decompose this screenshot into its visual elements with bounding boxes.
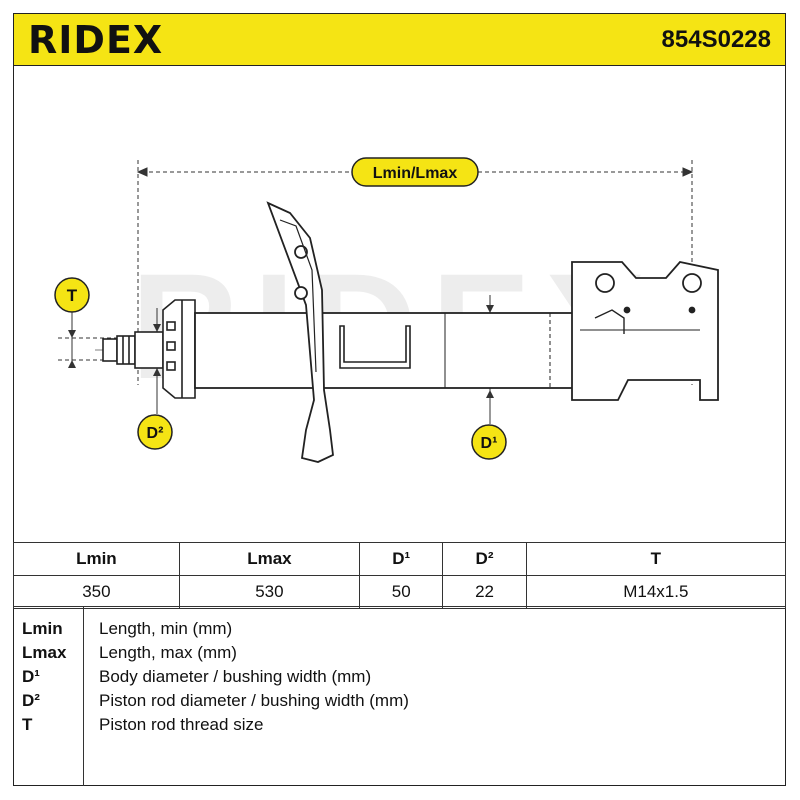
spec-header-d1: D¹ bbox=[359, 542, 444, 576]
top-mount bbox=[162, 299, 196, 399]
thread-callout-label: T bbox=[67, 286, 78, 305]
spec-value-t: M14x1.5 bbox=[525, 575, 787, 609]
legend-key: Lmin bbox=[22, 619, 63, 638]
spec-value-d1: 50 bbox=[359, 575, 444, 609]
rod-diameter-callout: D² bbox=[137, 308, 173, 450]
knuckle-bracket bbox=[571, 261, 719, 401]
spec-value-d2: 22 bbox=[442, 575, 527, 609]
legend-desc: Body diameter / bushing width (mm) bbox=[99, 667, 372, 686]
rod-diameter-callout-label: D² bbox=[147, 425, 164, 442]
length-callout-label: Lmin/Lmax bbox=[373, 165, 458, 182]
part-number: 854S0228 bbox=[661, 26, 771, 53]
legend-row-d2: D² Piston rod diameter / bushing width (… bbox=[13, 691, 786, 715]
spec-header-d2: D² bbox=[442, 542, 527, 576]
header-bar: RIDEX 854S0228 bbox=[13, 13, 786, 66]
spec-value-lmin: 350 bbox=[13, 575, 180, 609]
spec-header-t: T bbox=[525, 542, 787, 576]
legend-desc: Piston rod diameter / bushing width (mm) bbox=[99, 691, 409, 710]
spec-header-lmax: Lmax bbox=[178, 542, 361, 576]
legend-desc: Length, max (mm) bbox=[99, 643, 237, 662]
spec-value-row: 350 530 50 22 M14x1.5 bbox=[13, 575, 787, 609]
page-frame bbox=[13, 13, 786, 786]
legend-divider bbox=[83, 607, 84, 786]
legend-key: T bbox=[22, 715, 33, 734]
legend: Lmin Length, min (mm) Lmax Length, max (… bbox=[13, 606, 786, 786]
brand-logo: RIDEX bbox=[28, 18, 164, 62]
length-callout: Lmin/Lmax bbox=[351, 157, 479, 187]
legend-row-d1: D¹ Body diameter / bushing width (mm) bbox=[13, 667, 786, 691]
legend-row-lmax: Lmax Length, max (mm) bbox=[13, 643, 786, 667]
legend-row-lmin: Lmin Length, min (mm) bbox=[13, 619, 786, 643]
legend-key: D¹ bbox=[22, 667, 40, 686]
spring-seat-bracket bbox=[266, 201, 334, 463]
legend-key: D² bbox=[22, 691, 40, 710]
legend-desc: Piston rod thread size bbox=[99, 715, 264, 734]
legend-row-t: T Piston rod thread size bbox=[13, 715, 786, 739]
spec-header-lmin: Lmin bbox=[13, 542, 180, 576]
brake-line-clip bbox=[339, 325, 411, 369]
spec-value-lmax: 530 bbox=[178, 575, 361, 609]
shock-absorber-drawing: RIDEX Lmin/Lmax T D² D¹ bbox=[54, 157, 720, 463]
body-diameter-callout-label: D¹ bbox=[481, 435, 498, 452]
shock-body bbox=[194, 312, 576, 389]
piston-rod bbox=[102, 331, 164, 369]
spec-header-row: Lmin Lmax D¹ D² T bbox=[13, 542, 787, 576]
legend-key: Lmax bbox=[22, 643, 67, 662]
legend-desc: Length, min (mm) bbox=[99, 619, 233, 638]
spec-table: Lmin Lmax D¹ D² T 350 530 50 22 M14x1.5 bbox=[13, 542, 787, 609]
